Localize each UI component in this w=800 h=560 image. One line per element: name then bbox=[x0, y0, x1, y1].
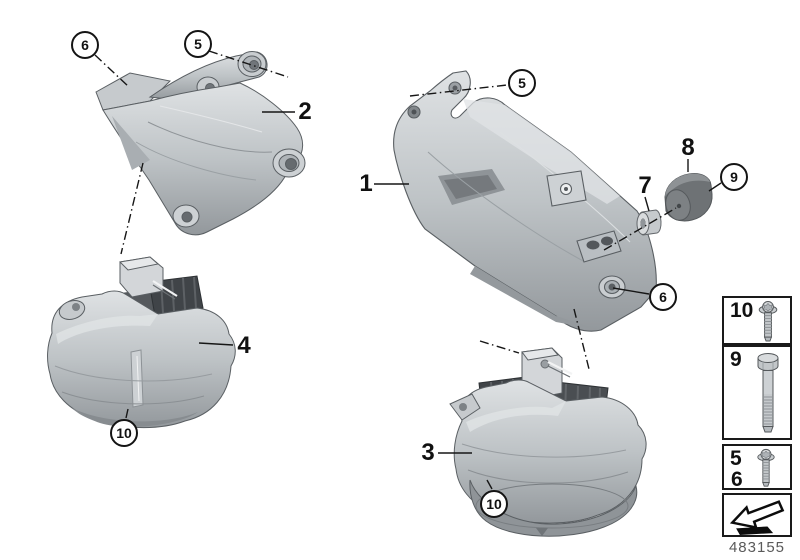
callout-10-mount3[interactable]: 10 bbox=[480, 490, 508, 518]
callout-6-bracket1[interactable]: 6 bbox=[649, 283, 677, 311]
part-label-8[interactable]: 8 bbox=[681, 134, 695, 161]
legend-cell-direction bbox=[722, 493, 792, 537]
part-4-drawing bbox=[47, 256, 236, 428]
part-8-drawing bbox=[664, 173, 713, 222]
legend-cell-10[interactable]: 10 bbox=[722, 296, 792, 345]
part-1-drawing bbox=[393, 70, 657, 332]
hex-bolt-icon bbox=[757, 353, 779, 433]
part-label-3[interactable]: 3 bbox=[421, 439, 435, 466]
callout-9[interactable]: 9 bbox=[720, 163, 748, 191]
legend-label-6: 6 bbox=[731, 468, 743, 491]
part-2-drawing bbox=[95, 51, 306, 236]
callout-5-bracket1[interactable]: 5 bbox=[508, 69, 536, 97]
legend-cell-9[interactable]: 9 bbox=[722, 345, 792, 440]
legend-cell-5-6[interactable]: 5 6 bbox=[722, 444, 792, 491]
part-3-drawing bbox=[449, 347, 647, 537]
part-label-7[interactable]: 7 bbox=[638, 172, 652, 199]
direction-arrow-icon bbox=[729, 500, 785, 535]
part-7-drawing bbox=[636, 209, 662, 236]
callout-6-bracket2[interactable]: 6 bbox=[71, 31, 99, 59]
callout-5-bracket2[interactable]: 5 bbox=[184, 30, 212, 58]
legend-label-5: 5 bbox=[730, 447, 742, 470]
part-label-2[interactable]: 2 bbox=[298, 98, 312, 125]
part-label-1[interactable]: 1 bbox=[359, 170, 373, 197]
legend-label-10: 10 bbox=[730, 299, 754, 322]
torx-flange-bolt-icon bbox=[758, 300, 778, 342]
callout-10-mount4[interactable]: 10 bbox=[110, 419, 138, 447]
leader-lines bbox=[94, 50, 722, 490]
doc-number: 483155 bbox=[728, 539, 786, 556]
part-label-4[interactable]: 4 bbox=[237, 332, 251, 359]
legend-label-9: 9 bbox=[730, 348, 742, 371]
torx-flange-bolt-icon bbox=[757, 448, 775, 487]
